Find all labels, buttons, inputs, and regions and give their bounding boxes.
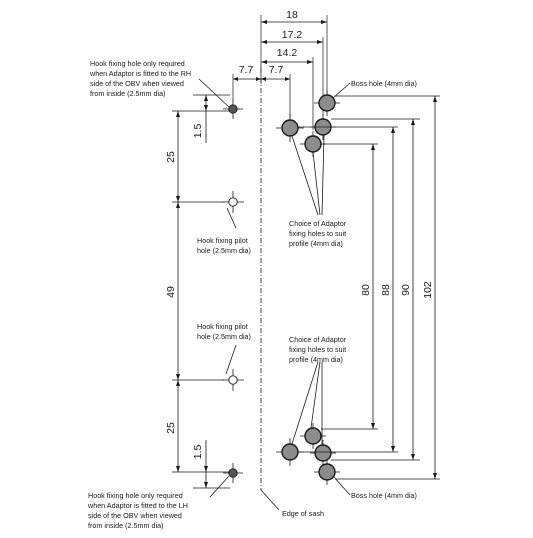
adaptor-hole-lower-right	[310, 440, 336, 466]
holes	[222, 90, 340, 485]
sash-leader	[260, 489, 280, 511]
note-pilot-lower-line2: hole (2.5mm dia)	[197, 332, 251, 341]
note-hook-bottom-line4: from inside (2.5mm dia)	[88, 521, 164, 530]
dim-left-1-5-bottom: 1.5	[192, 445, 204, 460]
note-adaptor-upper-line2: fixing holes to suit	[289, 229, 346, 238]
note-pilot-lower: Hook fixing pilot hole (2.5mm dia)	[197, 322, 251, 341]
note-boss-top: Boss hole (4mm dia)	[351, 79, 417, 88]
note-hook-bottom: Hook fixing hole only required when Adap…	[87, 491, 188, 530]
dim-right-90: 90	[400, 284, 412, 296]
note-hook-bottom-line1: Hook fixing hole only required	[88, 491, 183, 500]
note-hook-top-line1: Hook fixing hole only required	[90, 59, 185, 68]
hook-hole-bottom	[223, 463, 243, 483]
note-hook-top: Hook fixing hole only required when Adap…	[89, 59, 191, 98]
dim-top-17-2: 17.2	[282, 29, 303, 41]
note-hook-top-line2: when Adaptor is fitted to the RH	[89, 69, 191, 78]
note-pilot-upper: Hook fixing pilot hole (2.5mm dia)	[197, 236, 251, 255]
dim-top-7-7-left: 7.7	[239, 64, 254, 76]
dim-left-25-top: 25	[165, 151, 177, 163]
note-adaptor-lower: Choice of Adaptor fixing holes to suit p…	[289, 335, 347, 364]
dim-right-88: 88	[380, 284, 392, 296]
adaptor-hole-upper-left	[276, 114, 304, 142]
dim-left-25-bottom: 25	[165, 422, 177, 434]
hook-hole-top	[223, 99, 243, 119]
dim-left-1-5-top: 1.5	[192, 124, 204, 139]
top-dimensions: 18 17.2 14.2 7.7 7.7	[232, 9, 328, 130]
note-pilot-upper-line1: Hook fixing pilot	[197, 236, 248, 245]
note-adaptor-lower-line2: fixing holes to suit	[289, 345, 346, 354]
note-pilot-lower-line1: Hook fixing pilot	[197, 322, 248, 331]
right-dimensions: 80 88 90 102	[298, 95, 440, 480]
note-pilot-upper-line2: hole (2.5mm dia)	[197, 246, 251, 255]
pilot-hole-lower	[222, 369, 244, 391]
note-adaptor-lower-line3: profile (4mm dia)	[289, 355, 343, 364]
adaptor-hole-lower-mid	[300, 423, 326, 449]
pilot-hole-upper	[222, 191, 244, 213]
dim-top-14-2: 14.2	[277, 47, 298, 59]
dim-top-18: 18	[286, 9, 298, 21]
note-hook-top-line4: from inside (2.5mm dia)	[90, 89, 166, 98]
leader-lines	[198, 78, 351, 498]
dim-right-102: 102	[422, 281, 434, 299]
note-adaptor-upper-line3: profile (4mm dia)	[289, 239, 343, 248]
dim-left-49: 49	[165, 286, 177, 298]
note-hook-bottom-line3: side of the OBV when viewed	[88, 511, 182, 520]
dim-right-80: 80	[360, 284, 372, 296]
dim-top-7-7-right: 7.7	[269, 64, 284, 76]
left-dimensions: 1.5 25 49 25 1.5	[165, 94, 230, 489]
note-hook-bottom-line2: when Adaptor is fitted to the LH	[87, 501, 188, 510]
note-edge-of-sash: Edge of sash	[282, 509, 324, 518]
note-adaptor-upper-line1: Choice of Adaptor	[289, 219, 347, 228]
note-adaptor-lower-line1: Choice of Adaptor	[289, 335, 347, 344]
boss-hole-bottom	[314, 459, 340, 485]
boss-hole-top	[314, 90, 340, 116]
note-boss-bottom: Boss hole (4mm dia)	[351, 491, 417, 500]
note-hook-top-line3: side of the OBV when viewed	[90, 79, 184, 88]
note-adaptor-upper: Choice of Adaptor fixing holes to suit p…	[289, 219, 347, 248]
